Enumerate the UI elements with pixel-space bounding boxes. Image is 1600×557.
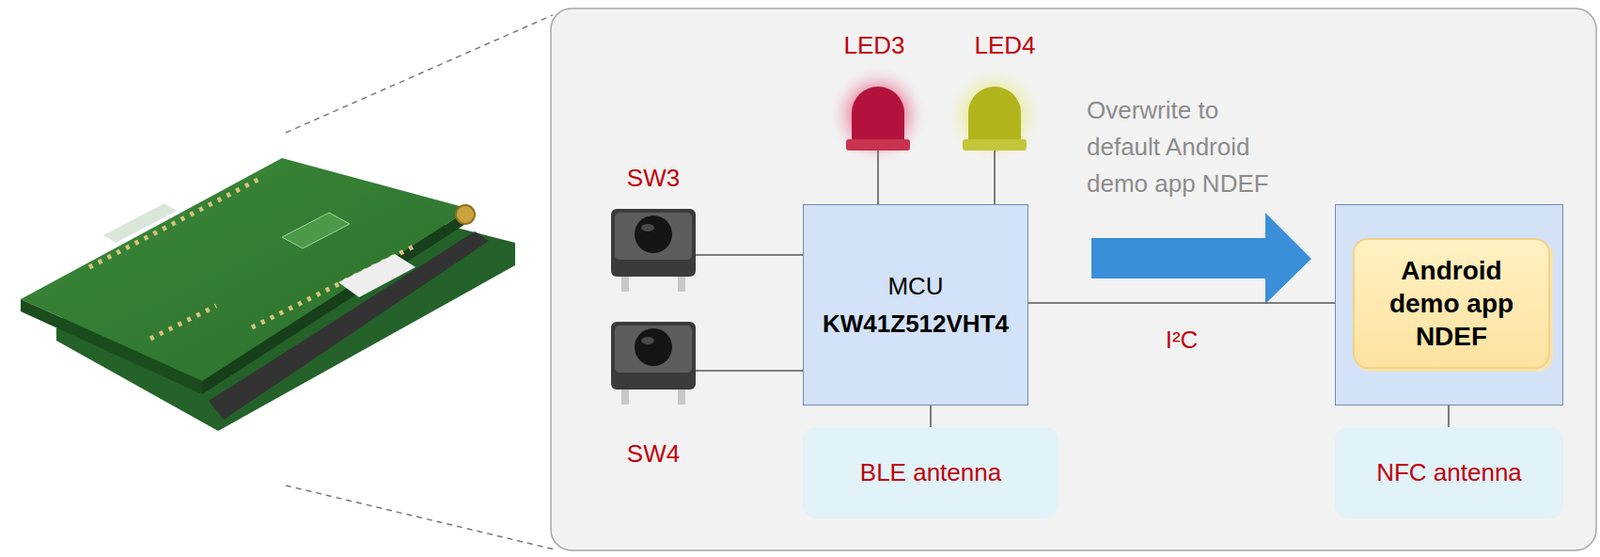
switch-plate (614, 325, 692, 373)
antenna-connector (455, 204, 475, 224)
led-name: LED4 (973, 31, 1036, 61)
box-title: NFC antenna (1376, 456, 1522, 488)
switch-sw4 (611, 321, 803, 405)
silkscreen (282, 212, 350, 249)
nfc-tag-box: Android demo app NDEF (1334, 203, 1564, 406)
switch-body (611, 321, 696, 390)
led-flange (962, 139, 1027, 151)
switch-body (611, 208, 696, 277)
box-title: Android demo app NDEF (1376, 253, 1527, 353)
logo-mark (103, 203, 177, 243)
led-name: LED3 (843, 31, 905, 61)
sticker (338, 253, 416, 298)
led-wire (877, 150, 879, 204)
switch-name: SW3 (627, 163, 680, 193)
note-text: Overwrite to default Android demo app ND… (1086, 92, 1289, 203)
box-title: BLE antenna (860, 456, 1002, 488)
zoom-line (285, 15, 553, 133)
led-glow (827, 63, 929, 166)
upper-board (20, 157, 471, 381)
ndef-memory-box: Android demo app NDEF (1352, 237, 1551, 369)
led-glow (943, 63, 1046, 166)
connector-line (1028, 301, 1335, 304)
board-edge (20, 298, 203, 394)
switch-cap (634, 328, 673, 366)
switch-wire (695, 253, 803, 256)
antenna-box: NFC antenna (1334, 426, 1564, 518)
zoom-panel (550, 8, 1597, 550)
connector-line (929, 405, 932, 427)
pin-row (150, 305, 217, 339)
led-wire (993, 150, 996, 204)
zoom-line (285, 485, 555, 550)
box-title: MCU (887, 270, 943, 302)
block-arrow (1091, 212, 1312, 304)
pin-row (89, 176, 264, 267)
board-photo (20, 157, 516, 431)
led-yellow (943, 63, 1046, 204)
antenna-box: BLE antenna (802, 426, 1059, 518)
connector-line (1447, 405, 1450, 427)
led-dome (851, 86, 905, 142)
box-subtitle: KW41Z512VHT4 (822, 308, 1009, 340)
switch-plate (614, 212, 692, 260)
switch-sw3 (611, 208, 803, 292)
header-strip (208, 231, 489, 420)
bus-label: I²C (1161, 325, 1203, 355)
led-dome (968, 86, 1021, 142)
switch-cap (634, 215, 673, 253)
switch-shine (641, 223, 655, 232)
switch-wire (695, 369, 803, 372)
switch-shine (641, 336, 655, 345)
switch-name: SW4 (627, 439, 680, 469)
led-red (827, 63, 929, 204)
led-flange (846, 139, 910, 151)
board-edge (202, 208, 471, 394)
mcu-box: MCU KW41Z512VHT4 (802, 203, 1029, 406)
